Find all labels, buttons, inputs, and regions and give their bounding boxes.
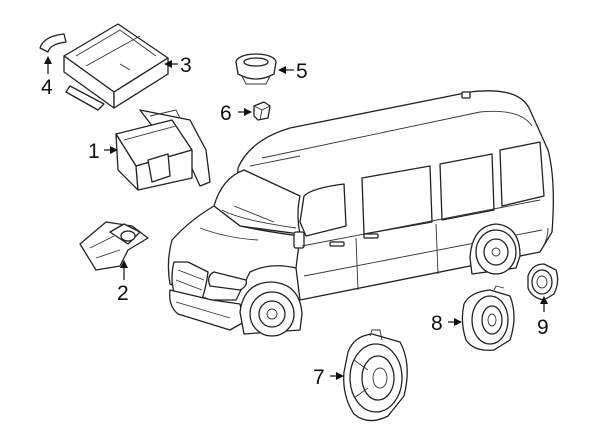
callout-labels: 1 2 3 4 5 6 7 8 9: [41, 54, 549, 389]
callout-3: 3: [180, 54, 192, 77]
part-3-control-module: [63, 23, 169, 111]
callout-4: 4: [41, 76, 53, 99]
van-illustration: [167, 90, 554, 337]
part-9-tweeter: [527, 263, 559, 301]
part-7-speaker: [343, 329, 408, 422]
part-4-bracket: [39, 33, 67, 53]
part-1-module: [115, 109, 211, 191]
part-5-sensor: [235, 53, 277, 85]
part-6-connector: [253, 101, 271, 121]
callout-leaders: [44, 56, 548, 380]
callout-7: 7: [313, 366, 325, 389]
callout-5: 5: [296, 60, 308, 83]
callout-1: 1: [88, 140, 100, 163]
callout-9: 9: [537, 316, 549, 339]
callout-6: 6: [220, 102, 232, 125]
callout-2: 2: [117, 282, 129, 305]
part-2-bracket: [79, 221, 149, 271]
part-8-speaker: [461, 285, 515, 351]
callout-8: 8: [431, 312, 443, 335]
